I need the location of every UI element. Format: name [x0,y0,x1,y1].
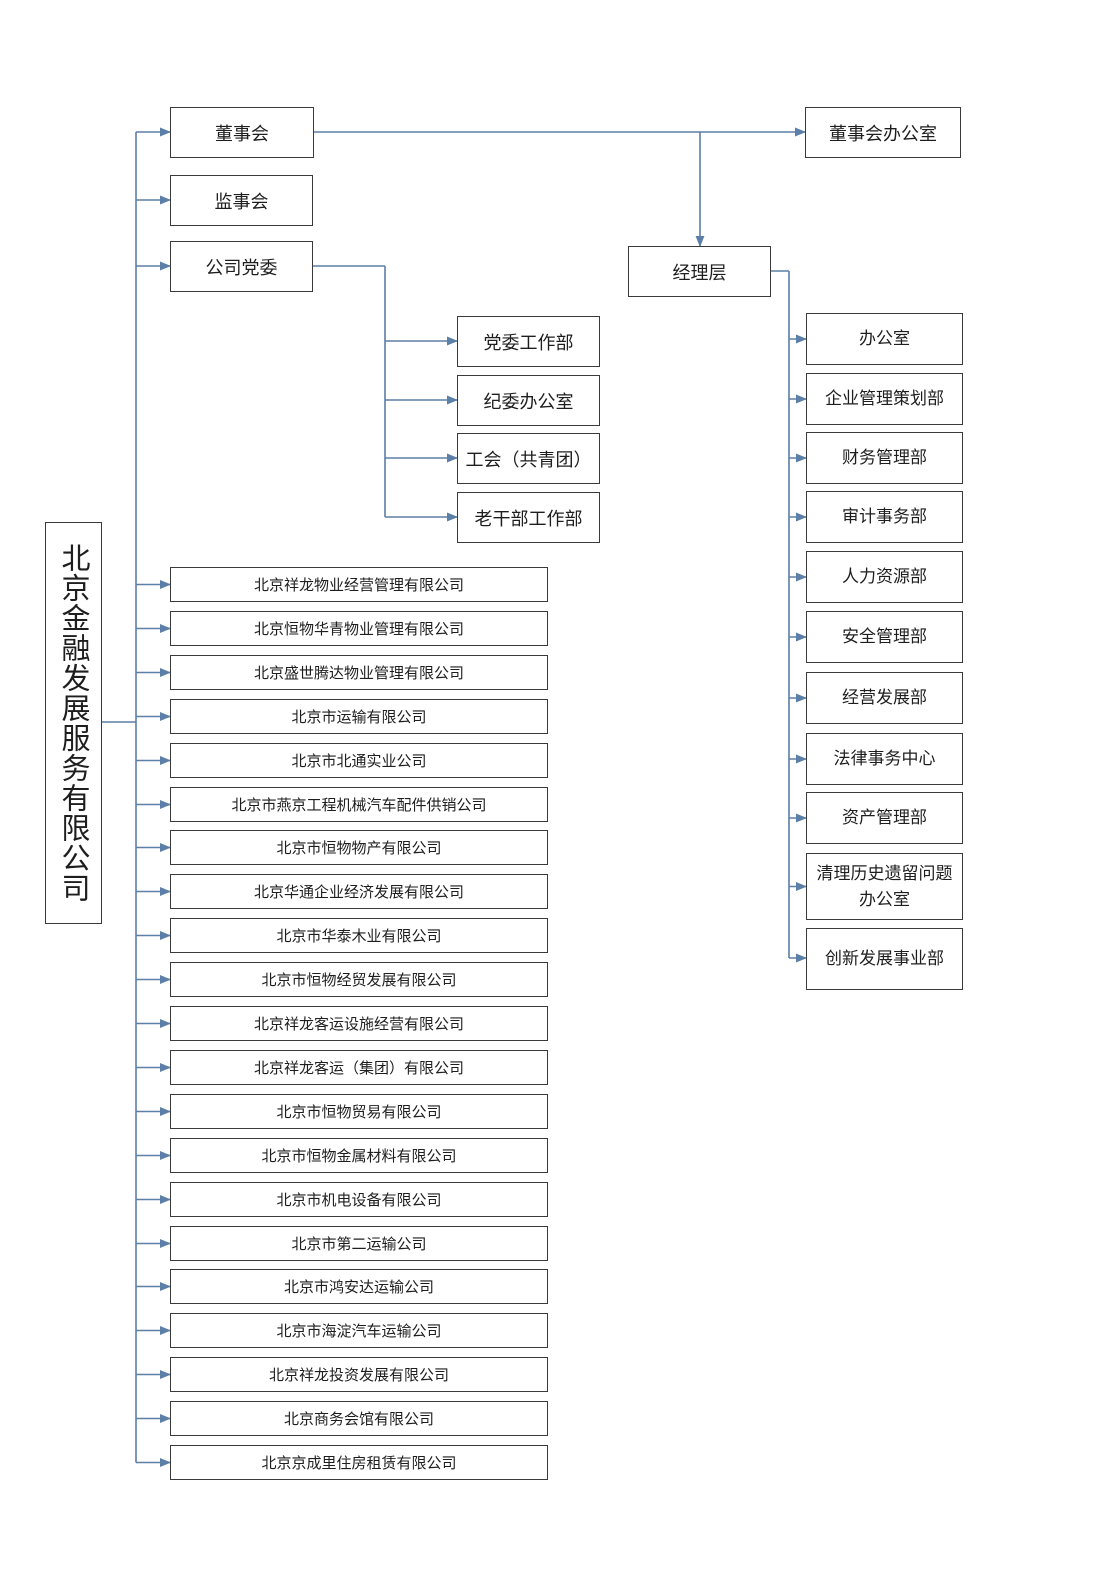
management-department: 法律事务中心 [806,733,963,785]
subsidiary-company: 北京市燕京工程机械汽车配件供销公司 [170,787,548,822]
management-department: 安全管理部 [806,611,963,663]
management-department: 审计事务部 [806,491,963,543]
subsidiary-company: 北京市恒物物产有限公司 [170,830,548,865]
management-department: 经营发展部 [806,672,963,724]
subsidiary-company: 北京市鸿安达运输公司 [170,1269,548,1304]
subsidiary-company: 北京盛世腾达物业管理有限公司 [170,655,548,690]
subsidiary-company: 北京市机电设备有限公司 [170,1182,548,1217]
management-team: 经理层 [628,246,771,297]
root-company: 北京金融发展服务有限公司 [45,522,102,924]
subsidiary-company: 北京市华泰木业有限公司 [170,918,548,953]
party-department: 老干部工作部 [457,492,600,543]
party-department: 工会（共青团） [457,433,600,484]
subsidiary-company: 北京市第二运输公司 [170,1226,548,1261]
board-of-directors: 董事会 [170,107,314,158]
subsidiary-company: 北京市运输有限公司 [170,699,548,734]
subsidiary-company: 北京祥龙客运设施经营有限公司 [170,1006,548,1041]
management-department: 清理历史遗留问题办公室 [806,853,963,920]
party-committee: 公司党委 [170,241,313,292]
subsidiary-company: 北京华通企业经济发展有限公司 [170,874,548,909]
party-department: 纪委办公室 [457,375,600,426]
subsidiary-company: 北京商务会馆有限公司 [170,1401,548,1436]
subsidiary-company: 北京市海淀汽车运输公司 [170,1313,548,1348]
supervisory-board: 监事会 [170,175,313,226]
subsidiary-company: 北京祥龙物业经营管理有限公司 [170,567,548,602]
subsidiary-company: 北京恒物华青物业管理有限公司 [170,611,548,646]
subsidiary-company: 北京祥龙客运（集团）有限公司 [170,1050,548,1085]
subsidiary-company: 北京祥龙投资发展有限公司 [170,1357,548,1392]
board-office: 董事会办公室 [805,107,961,158]
management-department: 企业管理策划部 [806,373,963,425]
management-department: 财务管理部 [806,432,963,484]
management-department: 资产管理部 [806,792,963,844]
subsidiary-company: 北京市恒物金属材料有限公司 [170,1138,548,1173]
subsidiary-company: 北京市北通实业公司 [170,743,548,778]
management-department: 创新发展事业部 [806,928,963,990]
management-department: 办公室 [806,313,963,365]
subsidiary-company: 北京京成里住房租赁有限公司 [170,1445,548,1480]
management-department: 人力资源部 [806,551,963,603]
party-department: 党委工作部 [457,316,600,367]
subsidiary-company: 北京市恒物经贸发展有限公司 [170,962,548,997]
subsidiary-company: 北京市恒物贸易有限公司 [170,1094,548,1129]
